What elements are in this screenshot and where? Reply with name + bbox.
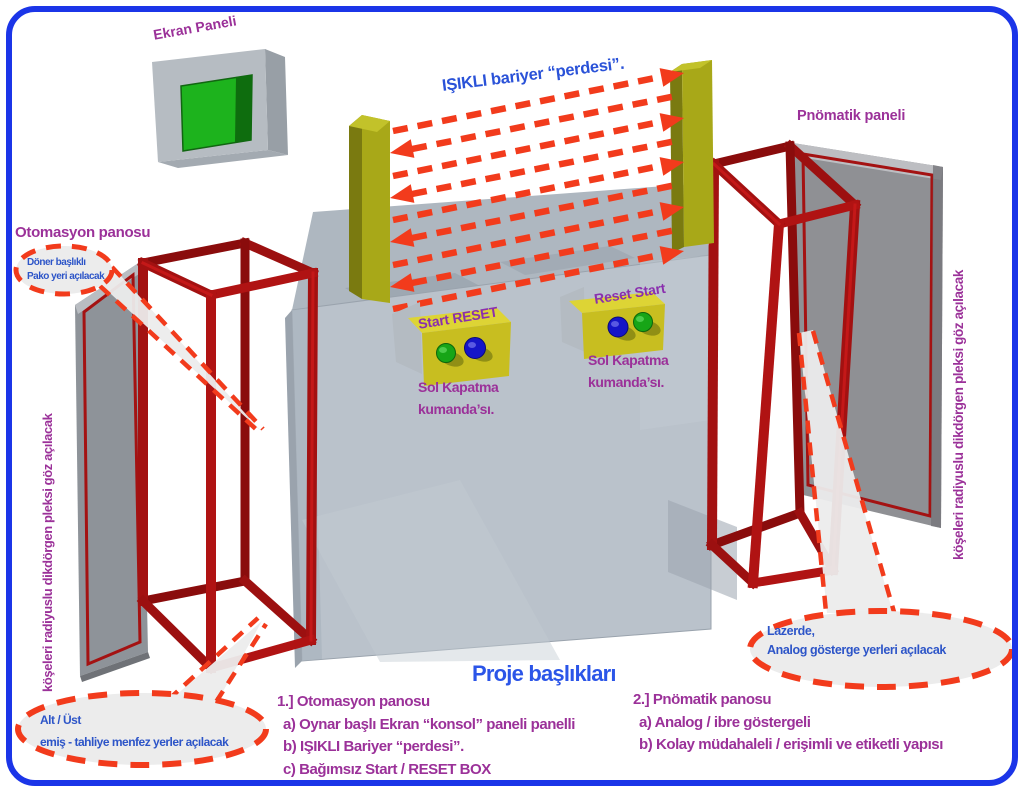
- pneumatic-panel-label: Pnömatik paneli: [797, 108, 906, 124]
- green-button: [633, 312, 653, 332]
- green-button: [436, 343, 456, 363]
- gauges-callout-line2: Analog gösterge yerleri açılacak: [767, 643, 946, 657]
- page-border: [6, 6, 1018, 786]
- screen-display: [180, 74, 253, 152]
- project-section-2-item: b) Kolay müdahaleli / erişimli ve etiket…: [639, 736, 943, 754]
- control-box-1-caption: Sol Kapatma kumanda’sı.: [418, 376, 499, 420]
- reset-start-box-2: [560, 287, 665, 359]
- cabinet-shadow: [668, 500, 737, 600]
- left-automation-frame: [136, 237, 319, 675]
- blue-button: [464, 337, 486, 359]
- project-section-1-item: c) Bağımsız Start / RESET BOX: [283, 760, 491, 778]
- screen-panel-box: [152, 49, 288, 168]
- vents-callout-line2: emiş - tahliye menfez yerler açılacak: [40, 735, 229, 749]
- project-section-1-header: 1.] Otomasyon panosu: [277, 693, 430, 710]
- plexi-note-right: köşeleri radiyuslu dikdörgen pleksi göz …: [951, 270, 966, 560]
- project-section-1-item: b) IŞIKLI Bariyer “perdesi”.: [283, 738, 464, 756]
- light-curtain-beams: [390, 68, 684, 313]
- blue-button: [607, 316, 629, 338]
- callout-ellipses: [13, 243, 1015, 768]
- gauges-callout-line1: Lazerde,: [767, 624, 815, 638]
- control-box-2-caption-line2: kumanda’sı.: [588, 374, 664, 390]
- project-section-2-header: 2.] Pnömatik panosu: [633, 691, 772, 708]
- gauges-callout-text: Lazerde, Analog gösterge yerleri açılaca…: [767, 622, 946, 660]
- project-section-1-item: a) Oynar başlı Ekran “konsol” paneli pan…: [283, 715, 575, 733]
- project-title: Proje başlıkları: [472, 661, 617, 686]
- project-section-automation: 1.] Otomasyon panosu a) Oynar başlı Ekra…: [277, 691, 575, 781]
- beam-arrowheads: [390, 68, 684, 292]
- rotary-switch-callout-line1: Döner başlıklı: [27, 257, 86, 268]
- plexi-note-left: köşeleri radiyuslu dikdörgen pleksi göz …: [40, 413, 55, 692]
- vents-callout-bubble: [15, 690, 269, 768]
- start-reset-box-1: [392, 302, 511, 386]
- vents-callout-text: Alt / Üst emiş - tahliye menfez yerler a…: [40, 709, 229, 753]
- control-box-1-caption-line1: Sol Kapatma: [418, 379, 499, 395]
- callout-leaders: [98, 265, 897, 704]
- control-box-2-caption-line1: Sol Kapatma: [588, 352, 669, 368]
- rotary-switch-callout-bubble: [13, 243, 115, 297]
- light-curtain-left-post: [349, 115, 390, 303]
- project-section-pneumatic: 2.] Pnömatik panosu a) Analog / ibre gös…: [633, 689, 943, 757]
- control-box-2-caption: Sol Kapatma kumanda’sı.: [588, 349, 669, 393]
- light-curtain-right-post: [670, 60, 714, 253]
- vents-callout-line1: Alt / Üst: [40, 713, 81, 727]
- rotary-switch-callout-text: Döner başlıklı Pako yeri açılacak: [27, 256, 105, 284]
- rotary-switch-callout-line2: Pako yeri açılacak: [27, 271, 105, 282]
- right-pneumatic-frame: [705, 139, 862, 590]
- automation-panel-label: Otomasyon panosu: [15, 224, 151, 241]
- control-box-1-caption-line2: kumanda’sı.: [418, 401, 494, 417]
- project-section-2-item: a) Analog / ibre göstergeli: [639, 713, 811, 731]
